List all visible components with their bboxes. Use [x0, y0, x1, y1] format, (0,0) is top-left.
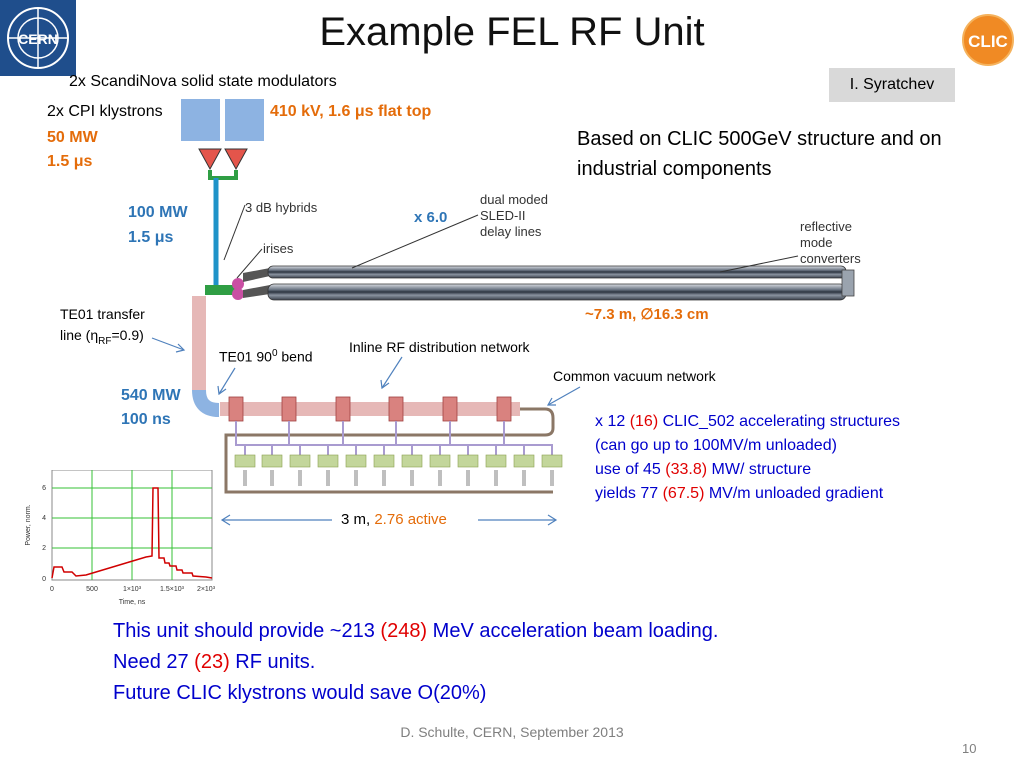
hybrid-coupler [208, 170, 238, 180]
cern-logo: CERN [0, 0, 76, 76]
iris-upper [232, 278, 244, 290]
ytick-4: 4 [42, 515, 46, 522]
sled-taper-bottom [243, 285, 270, 298]
reflective-label-1: reflective [800, 219, 852, 234]
klystron-pulse-label: 1.5 μs [47, 153, 93, 170]
page-title: Example FEL RF Unit [319, 10, 705, 54]
klystron-1 [181, 99, 220, 141]
conclusion-line2: Need 27 (23) RF units. [113, 651, 316, 673]
length-label: 3 m, 2.76 active [341, 511, 447, 528]
te01-transfer-line [192, 296, 206, 390]
combined-pulse-label: 1.5 μs [128, 229, 174, 246]
footer: D. Schulte, CERN, September 2013 [400, 724, 624, 740]
length-arrows [220, 514, 558, 526]
structures-line4: yields 77 (67.5) MV/m unloaded gradient [595, 485, 884, 502]
transfer-line-label-2: line (ηRF=0.9) [60, 327, 144, 347]
coupler-triangle-1 [198, 148, 222, 171]
structures-line3: use of 45 (33.8) MW/ structure [595, 461, 812, 478]
inline-network-label: Inline RF distribution network [349, 339, 530, 355]
distribution-couplers [228, 396, 512, 422]
irises-label: irises [263, 241, 294, 256]
sled-label-2: SLED-II [480, 208, 526, 223]
rf-distribution-network [220, 402, 520, 416]
svg-text:CERN: CERN [18, 31, 58, 47]
mode-converter-end [841, 269, 855, 297]
sled-leader [351, 214, 479, 269]
author-box: I. Syratchev [829, 68, 955, 102]
page-number: 10 [962, 741, 977, 756]
sled-label-1: dual moded [480, 192, 548, 207]
structure-loads [243, 470, 554, 486]
pulse-spec-label: 410 kV, 1.6 μs flat top [270, 103, 432, 120]
xtick-1000: 1×10³ [123, 586, 142, 593]
cern-logo-graphic: CERN [7, 7, 69, 69]
annotation-arrows [151, 337, 581, 406]
plot-xlabel: Time, ns [119, 599, 146, 606]
sled-label-3: delay lines [480, 224, 542, 239]
klystron-2 [225, 99, 264, 141]
te01-bend [192, 389, 220, 417]
hybrids-label: 3 dB hybrids [245, 200, 318, 215]
sled-size-label: ~7.3 m, ∅16.3 cm [585, 306, 709, 323]
vacuum-network [224, 407, 555, 494]
pulse-trace [51, 487, 213, 579]
vacuum-network-label: Common vacuum network [553, 368, 716, 384]
plot-ylabel: Power, norm. [25, 504, 32, 545]
ytick-0: 0 [42, 576, 46, 583]
clic-logo-graphic: CLIC [962, 14, 1014, 66]
bend-label: TE01 900 bend [219, 348, 313, 365]
transfer-line-label-1: TE01 transfer [60, 306, 145, 322]
conclusion-line3: Future CLIC klystrons would save O(20%) [113, 682, 487, 704]
xtick-500: 500 [86, 586, 98, 593]
structures-line2: (can go up to 100MV/m unloaded) [595, 437, 837, 454]
ytick-6: 6 [42, 485, 46, 492]
hybrid-lower [205, 285, 235, 295]
structures-line1: x 12 (16) CLIC_502 accelerating structur… [595, 413, 901, 430]
sled-line-upper [267, 265, 847, 279]
modulators-label: 2x ScandiNova solid state modulators [69, 73, 337, 90]
klystrons-label: 2x CPI klystrons [47, 103, 163, 120]
irises-leader [236, 248, 263, 279]
reflective-label-2: mode [800, 235, 833, 250]
clic-logo: CLIC [958, 8, 1018, 68]
plot-grid [52, 470, 212, 580]
multiplier-label: x 6.0 [414, 209, 448, 226]
hybrids-leader [223, 204, 246, 261]
svg-text:CLIC: CLIC [968, 32, 1008, 51]
reflective-leader [719, 255, 799, 273]
ytick-2: 2 [42, 545, 46, 552]
xtick-0: 0 [50, 586, 54, 593]
combined-power-label: 100 MW [128, 204, 188, 221]
based-on-line1: Based on CLIC 500GeV structure and on [577, 128, 942, 150]
klystron-power-label: 50 MW [47, 129, 98, 146]
accelerating-structures [234, 454, 563, 468]
conclusion-line1: This unit should provide ~213 (248) MeV … [113, 620, 719, 642]
xtick-1500: 1.5×10³ [160, 586, 185, 593]
power-pulse-plot: 6 4 2 0 0 500 1×10³ 1.5×10³ 2×10³ Time, … [25, 470, 216, 606]
compressed-pulse-label: 100 ns [121, 411, 171, 428]
structure-feeds [235, 421, 553, 455]
based-on-line2: industrial components [577, 158, 772, 180]
compressed-power-label: 540 MW [121, 387, 181, 404]
iris-lower [232, 288, 244, 300]
reflective-label-3: converters [800, 251, 861, 266]
coupler-triangle-2 [224, 148, 248, 171]
sled-line-lower [267, 283, 847, 301]
sled-taper-top [243, 268, 270, 282]
xtick-2000: 2×10³ [197, 586, 216, 593]
